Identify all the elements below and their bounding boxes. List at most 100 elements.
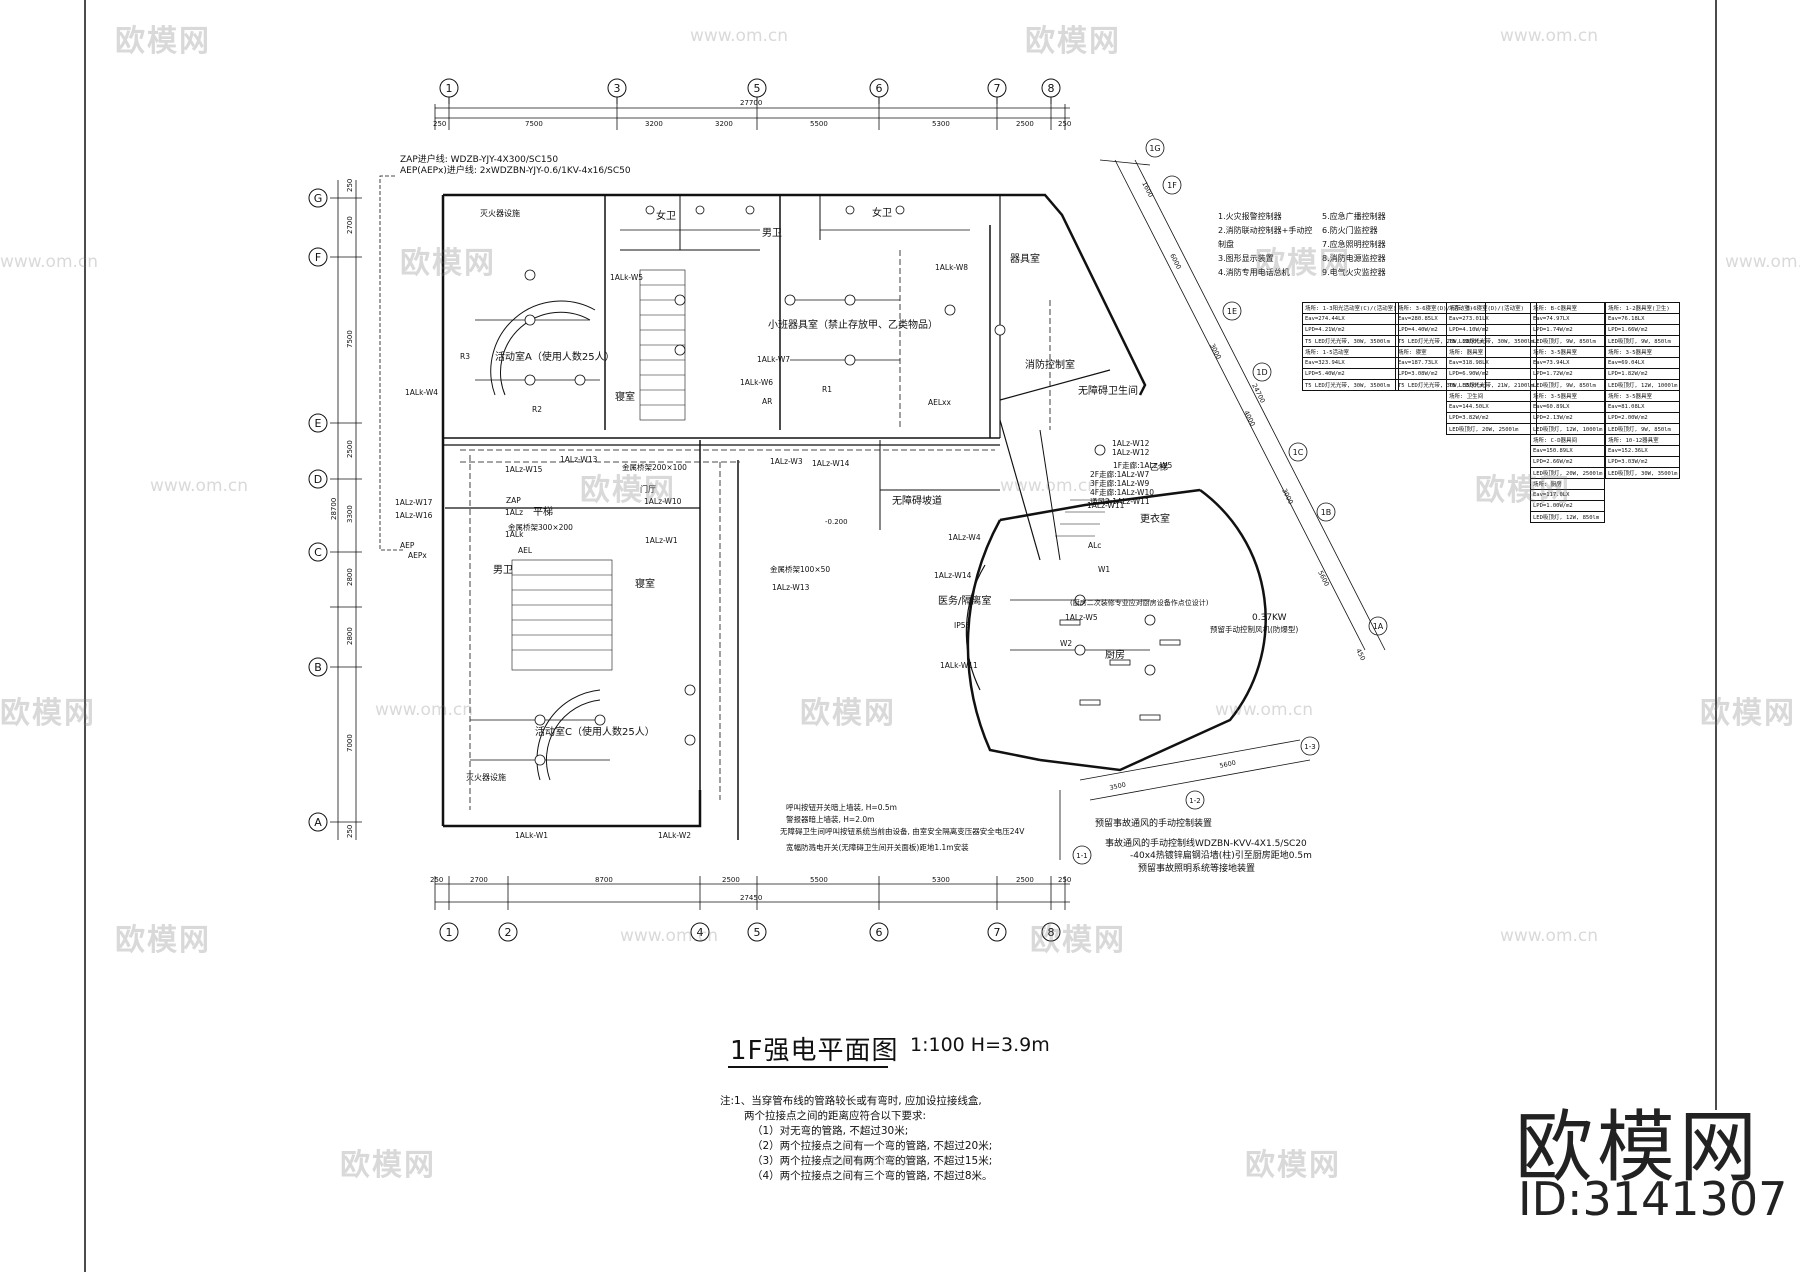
table-cell: Eav=74.97LX	[1529, 313, 1606, 325]
bottom-axis-bubbles	[439, 922, 1061, 942]
table-row: LPD=1.82W/m2	[1604, 368, 1681, 380]
table-row: LPD=5.40W/m2	[1301, 368, 1400, 380]
axis-label: 5	[754, 82, 761, 95]
label-corridor: 门厅	[640, 484, 656, 494]
panel-label: AELxx	[928, 398, 951, 407]
kitchen-wing-walls	[965, 488, 1267, 772]
axis-label: 1F	[1167, 181, 1177, 190]
top-dimension-chain	[434, 104, 1070, 130]
table-row: 场所: 3-5器具室	[1604, 390, 1681, 402]
circuit-label: 1ALk-W11	[940, 661, 978, 670]
fire-equipment-legend: 1.火灾报警控制器 2.消防联动控制器+手动控制盘 3.图形显示装置 4.消防专…	[1218, 210, 1418, 280]
table-cell: LPD=1.66W/m2	[1604, 324, 1681, 336]
circuit-label: 1ALz-W5	[1065, 613, 1098, 622]
table-row: LPD=1.74W/m2	[1529, 324, 1606, 336]
axis-label: 1G	[1149, 144, 1160, 153]
table-row: T5 LED灯光光带, 30W, 3500lm	[1301, 379, 1400, 391]
tray-label: 金属桥架300×200	[508, 522, 573, 532]
axis-label: 8	[1048, 82, 1055, 95]
axis-label: 8	[1048, 926, 1055, 939]
panel-label: IP55	[954, 621, 971, 630]
dim-label: 250	[433, 120, 446, 128]
diagonal-axis-labels: 1G 1F 1E 1D 1C 1B 1A	[1149, 144, 1383, 631]
table-row: LPD=3.03W/m2	[1604, 456, 1681, 468]
table-cell: 场所: 3-5器具室	[1529, 346, 1606, 358]
circuit-label: 1ALk-W4	[405, 388, 438, 397]
table-cell: LED吸顶灯, 12W, 1000lm	[1529, 423, 1606, 435]
room-women-wc-2: 女卫	[872, 206, 892, 219]
table-cell: 场所: 1-2器具室(卫生)	[1604, 302, 1681, 314]
dim-label: 2500	[1016, 120, 1034, 128]
dim-total: 28700	[330, 498, 338, 520]
left-dimension-labels: 250 2700 7500 2500 3300 2800 2800 7000 2…	[330, 179, 354, 838]
dim-label: 5300	[932, 876, 950, 884]
note-item: （2）两个拉接点之间有一个弯的管路, 不超过20米;	[752, 1140, 993, 1152]
top-dimension-labels: 250 7500 3200 3200 5500 5300 2500 250 27…	[433, 99, 1071, 128]
dim-label: 3000	[1280, 487, 1295, 505]
tray-labels: 金属桥架200×100 金属桥架300×200 金属桥架100×50	[508, 462, 830, 574]
panel-labels: ZAP 1ALz 1ALk AEP AEPx AEL AELxx ALc R1 …	[400, 352, 1110, 648]
axis-label: 1-2	[1189, 797, 1200, 805]
table-row: LPD=1.66W/m2	[1604, 324, 1681, 336]
room-equipment: 器具室	[1010, 252, 1040, 265]
panel-label: AEP	[400, 541, 415, 550]
circuit-label: 1ALk-W6	[740, 378, 773, 387]
top-axis-bubbles	[439, 78, 1061, 104]
title-underline	[728, 1066, 888, 1068]
table-cell: Eav=69.04LX	[1604, 357, 1681, 369]
circuit-block-line: 2F走廊:1ALz-W7	[1090, 469, 1149, 479]
table-row: 场所: B-C器具室	[1529, 302, 1606, 314]
axis-label: 6	[876, 82, 883, 95]
dim-label: 250	[1058, 120, 1071, 128]
table-row: LPD=3.82W/m2	[1446, 412, 1537, 424]
notes-title: 注:1、当穿管布线的管路较长或有弯时, 应加设拉接线盒,	[720, 1095, 982, 1107]
dim-label: 250	[1058, 876, 1071, 884]
legend-item: 2.消防联动控制器+手动控制盘	[1218, 226, 1313, 249]
dim-label: 7500	[346, 330, 354, 348]
table-row: 场所: 器具室	[1446, 346, 1537, 358]
table-row: 场所: C-D器具间	[1529, 434, 1606, 446]
table-cell: LPD=1.72W/m2	[1529, 368, 1606, 380]
table-row: Eav=73.94LX	[1529, 357, 1606, 369]
table-cell: LPD=2.66W/m2	[1529, 456, 1606, 468]
install-notes: 呼叫按钮开关暗上墙装, H=0.5m 警报器暗上墙装, H=2.0m 无障碍卫生…	[780, 802, 1025, 852]
dim-label: 7000	[346, 734, 354, 752]
room-labels: 活动室A（使用人数25人） 活动室C（使用人数25人） 寝室 寝室 女卫 男卫 …	[466, 206, 1170, 782]
circuit-label: 1ALz-W14	[812, 459, 850, 468]
axis-label: 1E	[1227, 307, 1237, 316]
table-row: LED吸顶灯, 30W, 3500lm	[1604, 467, 1681, 479]
table-cell: 场所: 10-12器具室	[1604, 434, 1681, 446]
circuit-label: 1ALz-W17	[395, 498, 433, 507]
room-elevator: 平梯	[533, 505, 553, 518]
table-cell: LED吸顶灯, 20W, 2500lm	[1446, 423, 1537, 435]
top-axis-labels: 1 3 5 6 7 8	[446, 82, 1055, 95]
dim-label: 250	[430, 876, 443, 884]
circuit-label: 1ALk-W2	[658, 831, 691, 840]
table-row: LPD=4.10W/m2	[1446, 324, 1537, 336]
fan-power: 0.37KW	[1252, 613, 1287, 623]
emergency-line: 预留事故照明系统等接地装置	[1138, 862, 1255, 874]
room-fire-control: 消防控制室	[1025, 358, 1075, 371]
table-row: Eav=69.04LX	[1604, 357, 1681, 369]
table-row: T5 LED灯光光带, 30W, 3500lm	[1446, 335, 1537, 347]
emergency-line: 事故通风的手动控制线WDZBN-KVV-4X1.5/SC20	[1105, 837, 1307, 849]
table-row: LED吸顶灯, 12W, 1000lm	[1529, 423, 1606, 435]
drawing-scale: 1:100 H=3.9m	[910, 1034, 1050, 1056]
emergency-line: 预留事故通风的手动控制装置	[1095, 817, 1212, 829]
axis-label: A	[314, 816, 322, 829]
axis-label: 6	[876, 926, 883, 939]
table-row: 场所: 1-3阳光活动室(C)/(活动室)	[1301, 302, 1400, 314]
table-row: Eav=74.97LX	[1529, 313, 1606, 325]
panel-label: ALc	[1088, 541, 1101, 550]
axis-label: 4	[697, 926, 704, 939]
room-activity-c: 活动室C（使用人数25人）	[535, 725, 655, 738]
table-row: 场所: 1-5活动室	[1301, 346, 1400, 358]
table-cell: LPD=2.00W/m2	[1604, 412, 1681, 424]
table-row: 场所: 3-5器具室	[1529, 390, 1606, 402]
table-cell: Eav=273.01LX	[1446, 313, 1537, 325]
dim-label: 5500	[810, 876, 828, 884]
table-cell: 场所: 3-5器具室	[1529, 390, 1606, 402]
circuit-label: 1ALk-W8	[935, 263, 968, 272]
